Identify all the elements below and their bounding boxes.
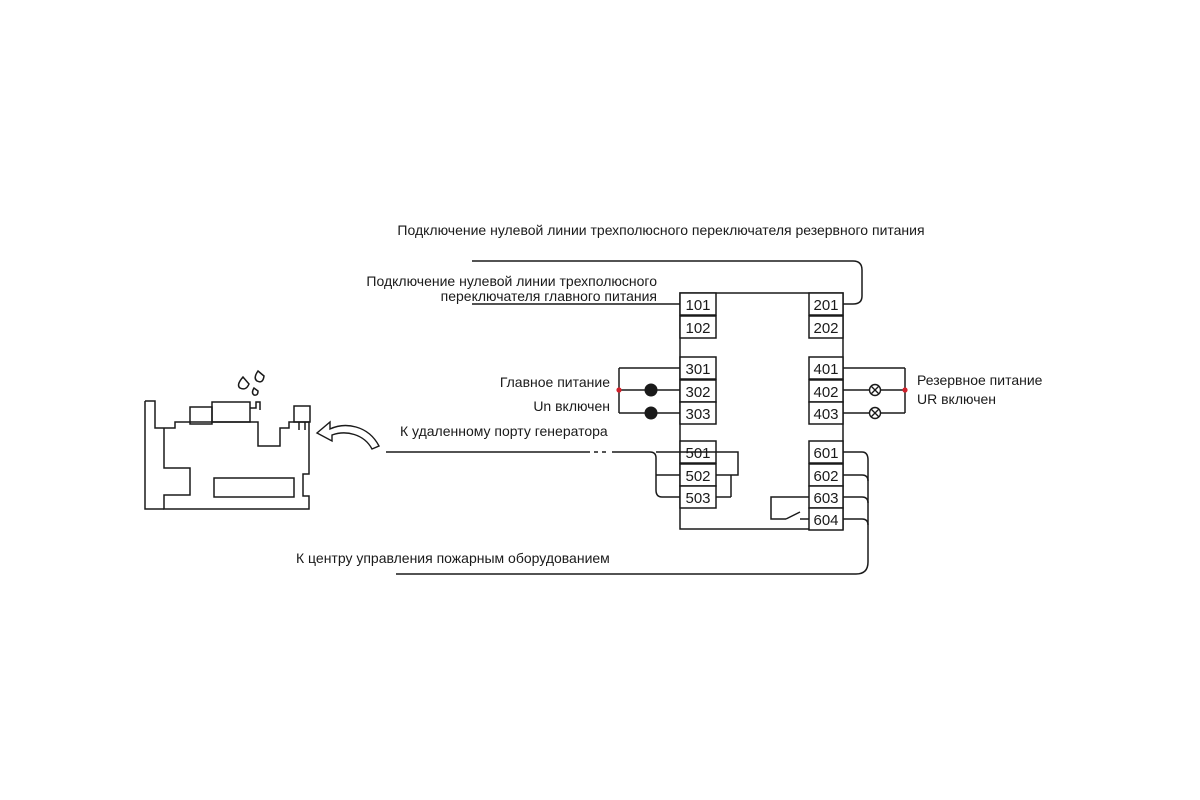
left-terminals: 101 102 301 302 303 501 502 503 <box>679 292 717 509</box>
junction-dot-icon <box>902 387 908 393</box>
reserve-neutral-wire <box>472 260 863 305</box>
terminal-603: 603 <box>808 485 844 509</box>
svg-text:604: 604 <box>813 512 838 529</box>
generator-port-wiring <box>386 451 739 498</box>
terminal-402: 402 <box>808 379 844 403</box>
right-terminals: 201 202 401 402 403 601 602 603 <box>808 292 844 531</box>
svg-text:403: 403 <box>813 406 838 423</box>
svg-text:401: 401 <box>813 361 838 378</box>
terminal-602: 602 <box>808 463 844 487</box>
reserve-power-lamp-icon <box>868 383 882 397</box>
main-power-label: Главное питание <box>500 374 610 390</box>
reserve-neutral-label: Подключение нулевой линии трехполюсного … <box>397 222 924 238</box>
generator-port-label: К удаленному порту генератора <box>400 423 608 439</box>
fire-control-wiring <box>396 451 869 575</box>
ur-on-lamp-icon <box>868 406 882 420</box>
relay-contact-icon <box>785 511 801 520</box>
svg-text:502: 502 <box>685 468 710 485</box>
un-on-lamp-icon <box>644 406 658 420</box>
svg-text:101: 101 <box>685 297 710 314</box>
terminal-502: 502 <box>679 463 717 487</box>
main-neutral-label-line1: Подключение нулевой линии трехполюсного <box>366 273 657 289</box>
main-neutral-label-line2: переключателя главного питания <box>441 288 657 304</box>
ur-on-label: UR включен <box>917 391 996 407</box>
svg-text:303: 303 <box>685 406 710 423</box>
junction-dot-icon <box>616 387 622 393</box>
terminal-101: 101 <box>679 292 717 316</box>
svg-text:301: 301 <box>685 361 710 378</box>
svg-text:503: 503 <box>685 490 710 507</box>
main-power-circuit <box>616 367 680 420</box>
generator-icon <box>144 369 311 510</box>
svg-text:602: 602 <box>813 468 838 485</box>
terminal-503: 503 <box>679 485 717 509</box>
fire-center-label: К центру управления пожарным оборудовани… <box>296 550 610 566</box>
terminal-403: 403 <box>808 401 844 425</box>
svg-text:302: 302 <box>685 384 710 401</box>
terminal-302: 302 <box>679 379 717 403</box>
svg-text:102: 102 <box>685 320 710 337</box>
main-power-lamp-icon <box>644 383 658 397</box>
reserve-power-label: Резервное питание <box>917 372 1043 388</box>
svg-text:201: 201 <box>813 297 838 314</box>
terminal-201: 201 <box>808 292 844 316</box>
svg-text:501: 501 <box>685 445 710 462</box>
svg-text:601: 601 <box>813 445 838 462</box>
terminal-601: 601 <box>808 440 844 464</box>
svg-text:603: 603 <box>813 490 838 507</box>
terminal-102: 102 <box>679 315 717 339</box>
reserve-power-circuit <box>843 367 908 420</box>
terminal-604: 604 <box>808 507 844 531</box>
svg-text:202: 202 <box>813 320 838 337</box>
arrow-left-icon <box>315 420 380 450</box>
terminal-401: 401 <box>808 356 844 380</box>
terminal-301: 301 <box>679 356 717 380</box>
svg-text:402: 402 <box>813 384 838 401</box>
terminal-202: 202 <box>808 315 844 339</box>
terminal-303: 303 <box>679 401 717 425</box>
un-on-label: Un включен <box>533 398 610 414</box>
